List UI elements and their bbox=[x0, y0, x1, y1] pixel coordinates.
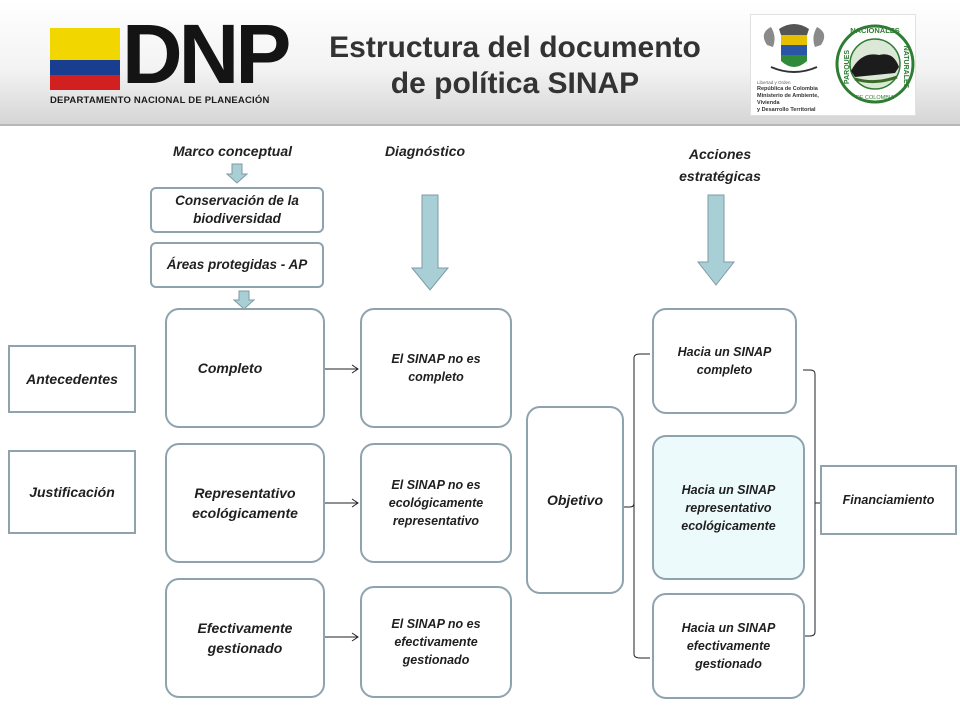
arrowhead-efectivo bbox=[351, 632, 359, 642]
seals-graphic: NACIONALES PARQUES NATURALES DE COLOMBIA bbox=[763, 24, 915, 104]
box-financiamiento: Financiamiento bbox=[820, 465, 957, 535]
seal-text-line-4: y Desarrollo Territorial bbox=[757, 107, 816, 113]
arrowhead-representativo bbox=[351, 498, 359, 508]
title-line-2: de política SINAP bbox=[390, 67, 640, 100]
parques-left-label: PARQUES bbox=[844, 50, 851, 84]
seal-text-line-3: Ministerio de Ambiente, Vivienda bbox=[757, 93, 819, 106]
acciones-line-1: Acciones bbox=[688, 146, 752, 162]
header-divider bbox=[0, 124, 960, 126]
bracket-objetivo-bottom bbox=[633, 503, 650, 659]
seal-text-line-2: República de Colombia bbox=[757, 86, 818, 92]
arrow-acciones bbox=[696, 194, 736, 286]
box-accion-representativo: Hacia un SINAP representativo ecológicam… bbox=[652, 435, 805, 580]
box-areas-protegidas: Áreas protegidas - AP bbox=[150, 242, 324, 288]
box-diagnostico-completo: El SINAP no es completo bbox=[360, 308, 512, 428]
parques-right-label: NATURALES bbox=[902, 46, 909, 89]
dnp-flag-icon bbox=[50, 28, 120, 90]
box-accion-completo: Hacia un SINAP completo bbox=[652, 308, 797, 414]
acciones-line-2: estratégicas bbox=[679, 168, 761, 184]
title-line-1: Estructura del documento bbox=[329, 31, 701, 64]
institutional-seals: NACIONALES PARQUES NATURALES DE COLOMBIA… bbox=[750, 14, 916, 116]
box-justificacion: Justificación bbox=[8, 450, 136, 534]
arrow-marco-2 bbox=[232, 290, 256, 310]
dnp-logo-subtitle: DEPARTAMENTO NACIONAL DE PLANEACIÓN bbox=[50, 95, 270, 106]
box-objetivo: Objetivo bbox=[526, 406, 624, 594]
page-title: Estructura del documento de política SIN… bbox=[315, 30, 715, 102]
arrow-marco-1 bbox=[225, 163, 249, 184]
arrow-diagnostico bbox=[410, 194, 450, 291]
dnp-logo: DNP bbox=[122, 7, 291, 101]
column-header-diagnostico: Diagnóstico bbox=[384, 143, 466, 159]
seal-text-line-1: Libertad y Orden bbox=[757, 80, 791, 85]
box-conservacion: Conservación de la biodiversidad bbox=[150, 187, 324, 233]
box-principio-representativo: Representativo ecológicamente bbox=[165, 443, 325, 563]
box-diagnostico-representativo: El SINAP no es ecológicamente representa… bbox=[360, 443, 512, 563]
box-antecedentes: Antecedentes bbox=[8, 345, 136, 413]
bracket-objetivo-top bbox=[624, 353, 650, 508]
coat-of-arms-icon bbox=[763, 24, 825, 73]
box-accion-efectivo: Hacia un SINAP efectivamente gestionado bbox=[652, 593, 805, 699]
box-principio-completo: Completo bbox=[165, 308, 325, 428]
ministry-seal-text: Libertad y Orden República de Colombia M… bbox=[757, 79, 833, 114]
box-principio-efectivo: Efectivamente gestionado bbox=[165, 578, 325, 698]
parques-nacionales-seal-icon bbox=[835, 24, 915, 104]
column-header-marco: Marco conceptual bbox=[172, 143, 293, 159]
column-header-acciones: Acciones estratégicas bbox=[650, 143, 790, 187]
arrowhead-completo bbox=[351, 364, 359, 374]
parques-bottom-label: DE COLOMBIA bbox=[856, 95, 895, 101]
parques-top-label: NACIONALES bbox=[850, 26, 900, 35]
box-diagnostico-efectivo: El SINAP no es efectivamente gestionado bbox=[360, 586, 512, 698]
